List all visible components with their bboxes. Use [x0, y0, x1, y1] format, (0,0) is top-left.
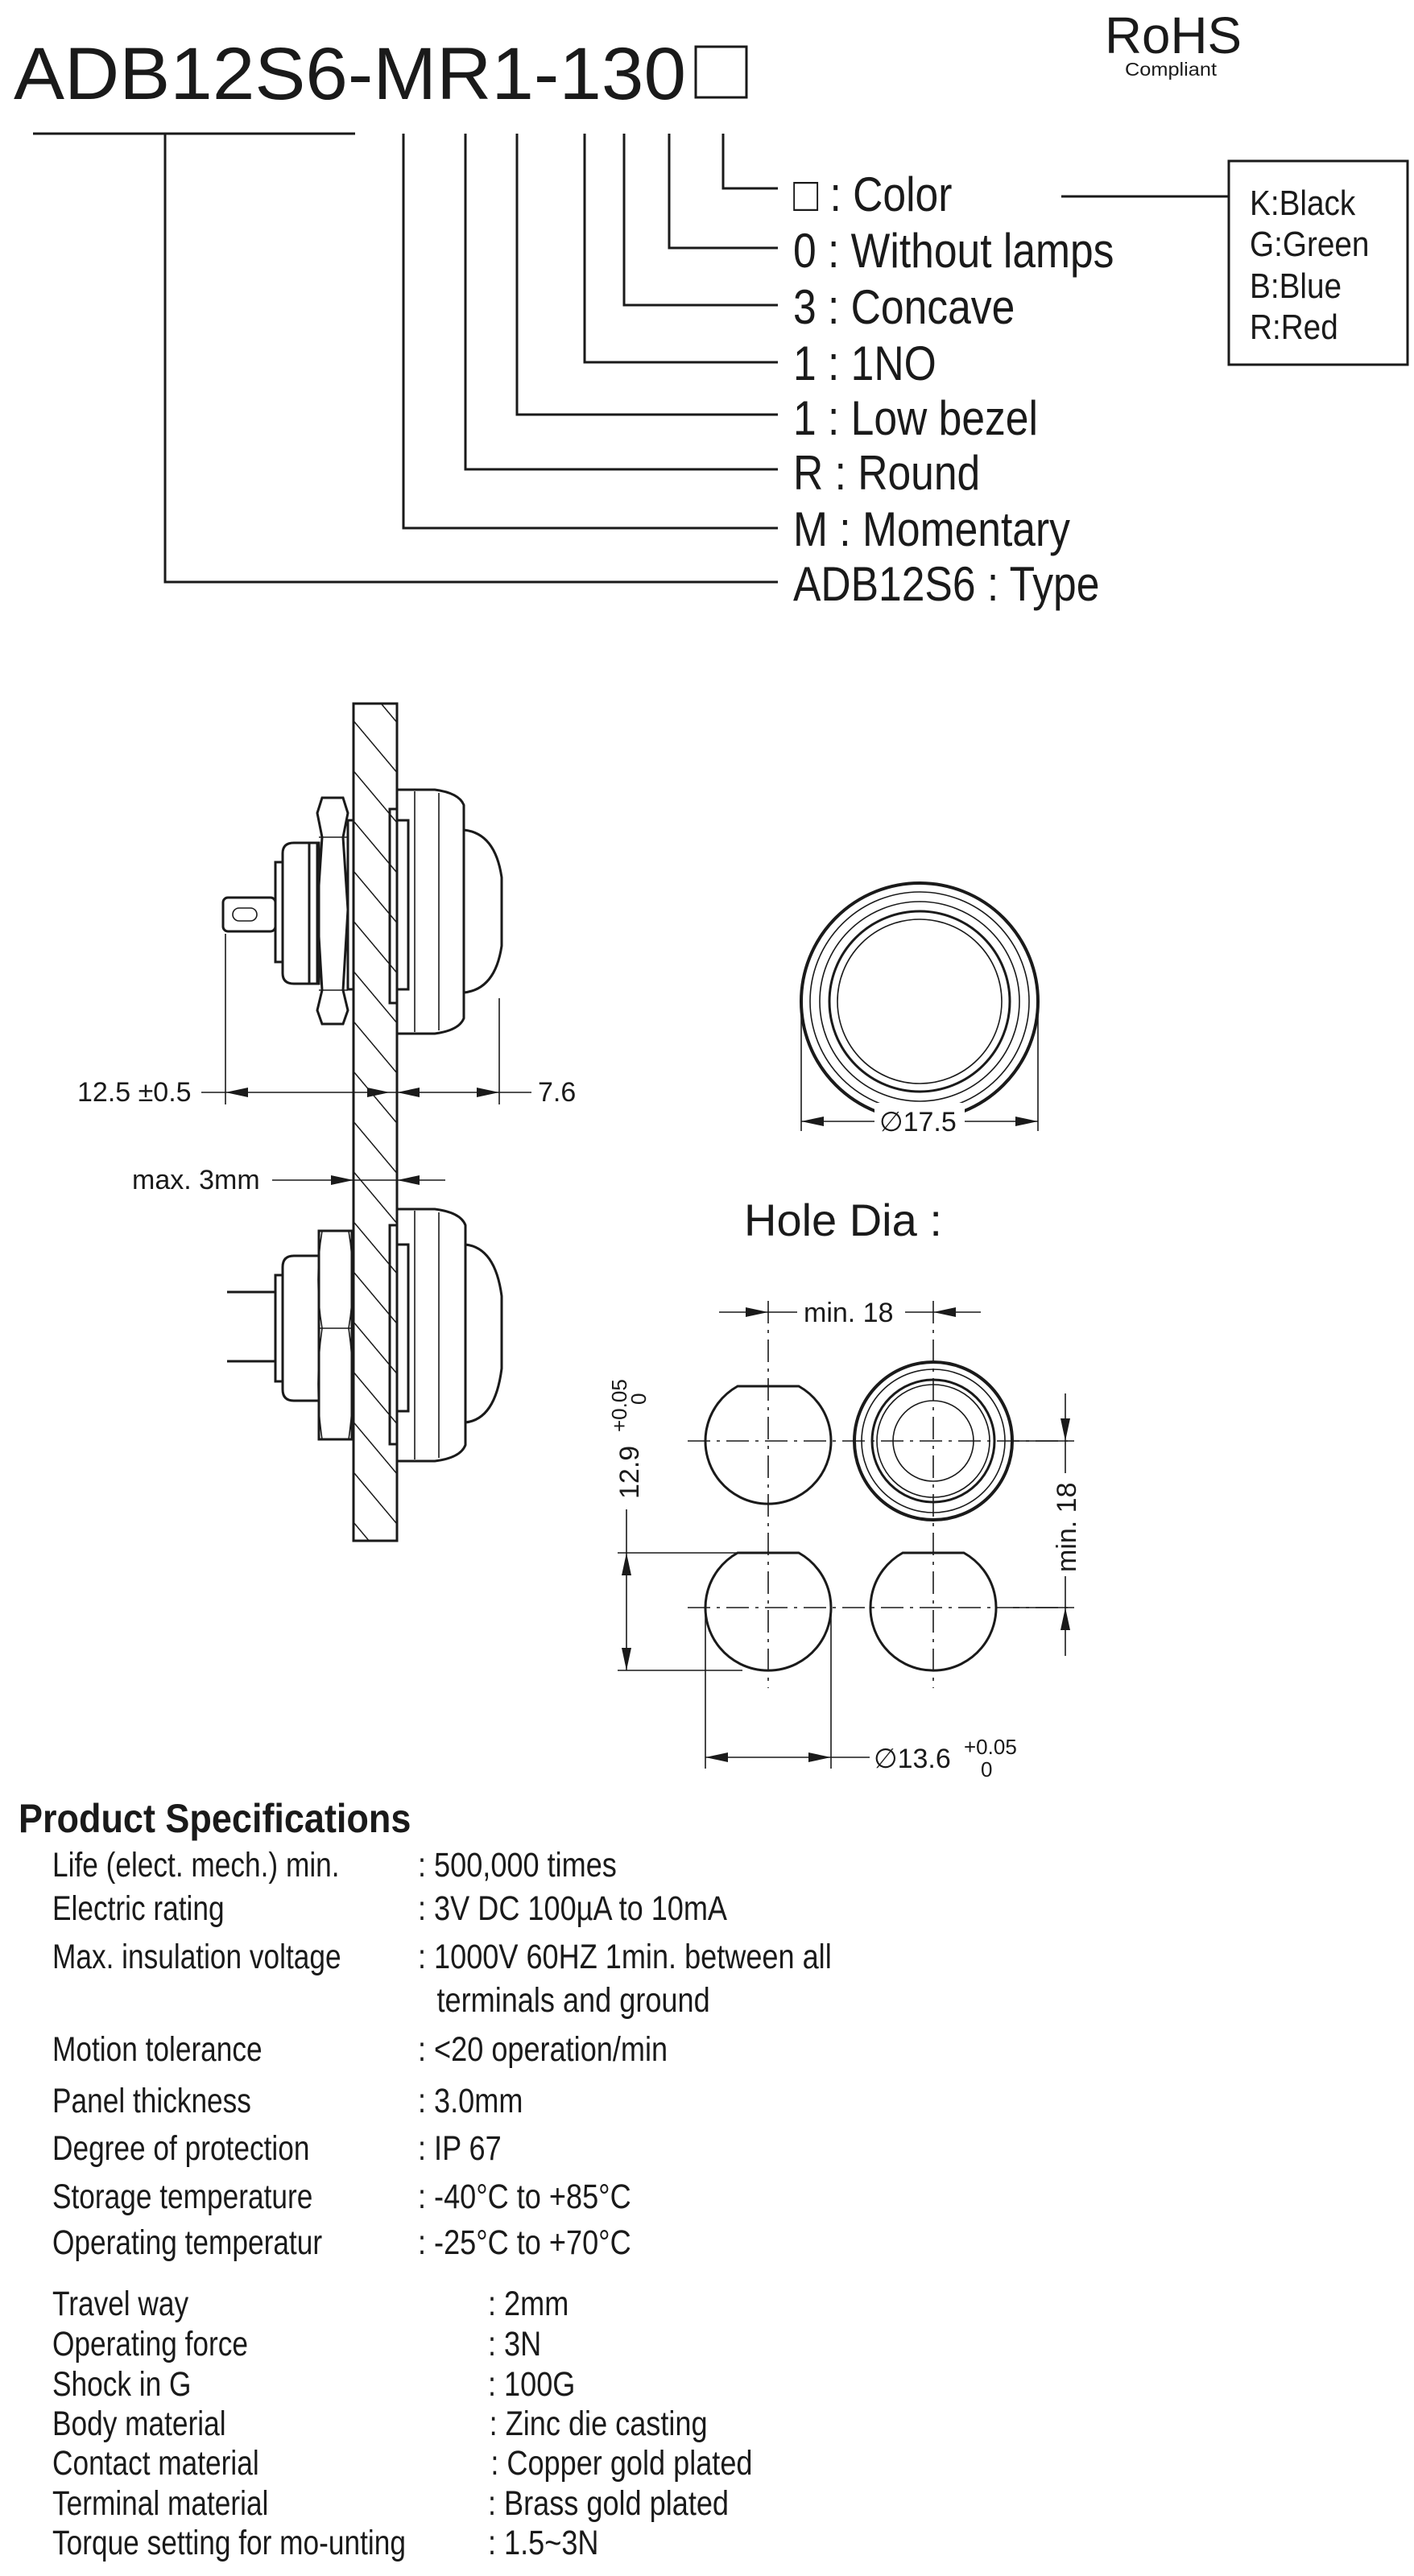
spec-value: : 1000V 60HZ 1min. between all	[418, 1938, 832, 1976]
spec-value: : 3N	[488, 2325, 541, 2363]
color-option: B:Blue	[1250, 266, 1342, 306]
spec-value: : 1.5~3N	[488, 2524, 598, 2562]
spec-label: Torque setting for mo-unting	[52, 2524, 406, 2562]
dim-hole-pitch-vertical: min. 18	[1052, 1483, 1082, 1573]
dim-hole-flat-tol-plus: +0.05	[607, 1379, 631, 1432]
dim-bezel-diameter: ∅17.5	[879, 1107, 957, 1137]
spec-value: : IP 67	[418, 2129, 502, 2168]
code-round: R : Round	[793, 445, 980, 500]
spec-label: Operating temperatur	[52, 2223, 322, 2262]
panel-hole	[704, 1551, 833, 1672]
rohs-logo: RoHS	[1105, 6, 1242, 64]
header: ADB12S6-MR1-130 RoHS Compliant	[14, 6, 1242, 115]
spec-label: Electric rating	[52, 1889, 225, 1928]
spec-value: : 3V DC 100µA to 10mA	[418, 1889, 727, 1928]
spec-label: Degree of protection	[52, 2129, 309, 2168]
side-view-drawing: 12.5 ±0.5 7.6 max. 3mm	[77, 702, 576, 1542]
dim-hole-flat-tol-minus: 0	[626, 1393, 651, 1405]
dim-button-height: 7.6	[538, 1077, 576, 1108]
spec-value: : Brass gold plated	[488, 2484, 729, 2523]
panel-hole	[704, 1385, 833, 1505]
spec-value: : Zinc die casting	[490, 2405, 708, 2443]
color-option: K:Black	[1250, 183, 1356, 223]
dim-hole-flat: 12.9	[614, 1446, 645, 1499]
dim-hole-dia-tol-plus: +0.05	[964, 1735, 1017, 1759]
hole-dia-title: Hole Dia :	[744, 1195, 942, 1245]
spec-value: terminals and ground	[437, 1981, 710, 2020]
code-color: □ : Color	[793, 167, 952, 221]
code-contact: 1 : 1NO	[793, 336, 936, 390]
spec-value: : 100G	[488, 2365, 575, 2404]
spec-label: Storage temperature	[52, 2178, 312, 2216]
code-type: ADB12S6 : Type	[793, 556, 1099, 611]
rohs-compliant: Compliant	[1125, 59, 1218, 80]
code-lamps: 0 : Without lamps	[793, 223, 1114, 278]
color-option: R:Red	[1250, 307, 1338, 347]
color-options-box	[1227, 159, 1409, 366]
dim-hole-diameter: ∅13.6	[874, 1744, 951, 1774]
spec-value: : 3.0mm	[418, 2082, 523, 2120]
hole-diagram: Hole Dia : min. 18 min. 18 12.9 +0	[607, 1195, 1082, 1781]
specs-title: Product Specifications	[19, 1797, 411, 1842]
code-breakdown: □ : Color 0 : Without lamps 3 : Concave …	[33, 132, 1409, 611]
spec-label: Shock in G	[52, 2365, 191, 2404]
front-view-drawing: ∅17.5	[800, 881, 1040, 1137]
spec-value: : -25°C to +70°C	[418, 2223, 631, 2262]
spec-label: Life (elect. mech.) min.	[52, 1846, 340, 1885]
dim-hole-dia-tol-minus: 0	[981, 1757, 992, 1781]
panel-hole	[869, 1551, 998, 1672]
dim-overall-length: 12.5 ±0.5	[77, 1077, 192, 1108]
spec-label: Max. insulation voltage	[52, 1938, 341, 1976]
spec-value: : -40°C to +85°C	[418, 2178, 631, 2216]
dim-hole-pitch-horizontal: min. 18	[804, 1298, 894, 1328]
spec-label: Terminal material	[52, 2484, 268, 2523]
code-shape: 3 : Concave	[793, 279, 1015, 334]
spec-label: Panel thickness	[52, 2082, 251, 2120]
color-option: G:Green	[1250, 224, 1369, 264]
spec-label: Motion tolerance	[52, 2030, 263, 2069]
spec-label: Operating force	[52, 2325, 248, 2363]
spec-label: Body material	[52, 2405, 226, 2443]
spec-label: Travel way	[52, 2285, 188, 2323]
color-placeholder-box	[694, 45, 748, 99]
spec-value: : 2mm	[488, 2285, 568, 2323]
spec-label: Contact material	[52, 2444, 259, 2483]
code-bezel: 1 : Low bezel	[793, 390, 1038, 445]
product-specifications: Product Specifications Life (elect. mech…	[19, 1797, 832, 2562]
spec-value: : Copper gold plated	[490, 2444, 752, 2483]
dim-panel-thickness: max. 3mm	[132, 1165, 260, 1195]
switch-side-view-upper	[221, 788, 503, 1035]
code-action: M : Momentary	[793, 502, 1070, 556]
spec-value: : 500,000 times	[418, 1846, 617, 1885]
switch-side-view-lower	[227, 1208, 503, 1463]
part-number: ADB12S6-MR1-130	[14, 33, 686, 115]
spec-value: : <20 operation/min	[418, 2030, 668, 2069]
